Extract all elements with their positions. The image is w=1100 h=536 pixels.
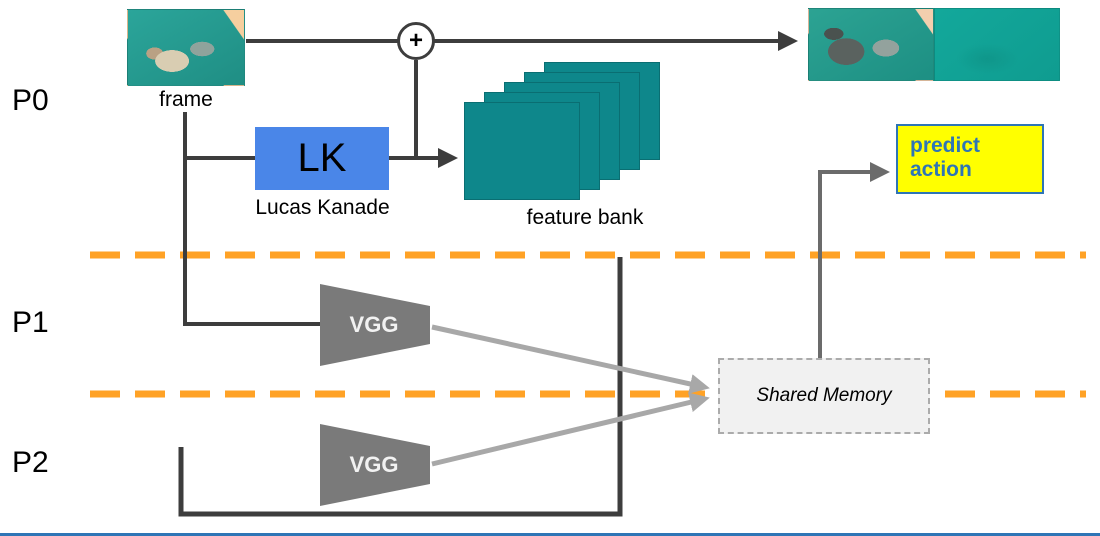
bottom-divider-line — [0, 533, 1100, 536]
vgg-bottom-block — [320, 424, 430, 506]
plus-icon: + — [408, 27, 423, 54]
output-mask-image — [934, 8, 1060, 81]
vgg-bottom-label: VGG — [349, 452, 399, 477]
label-frame: frame — [159, 88, 213, 111]
feedback-loop-line — [178, 257, 623, 517]
vgg-top-to-shared-memory-arrow — [431, 324, 710, 394]
label-lucas-kanade: Lucas Kanade — [255, 196, 390, 219]
lk-box: LK — [255, 127, 389, 190]
shared-memory-to-predict-arrow — [818, 162, 890, 358]
feature-bank-stack — [462, 60, 662, 202]
label-feature-bank: feature bank — [526, 206, 644, 229]
shared-memory-box: Shared Memory — [718, 358, 930, 434]
input-frame-image — [127, 9, 245, 86]
vgg-top-block — [320, 284, 430, 366]
predict-action-label: predict action — [910, 134, 981, 182]
lk-box-label: LK — [297, 136, 347, 180]
label-p2: P2 — [12, 446, 49, 479]
shared-memory-label: Shared Memory — [756, 385, 892, 406]
label-p0: P0 — [12, 84, 49, 117]
label-p1: P1 — [12, 306, 49, 339]
vgg-bottom-to-shared-memory-arrow — [431, 392, 710, 467]
vgg-top-label: VGG — [349, 312, 399, 337]
predict-action-box: predict action — [896, 124, 1044, 194]
output-frame-image — [808, 8, 934, 81]
feature-map-card — [464, 102, 580, 200]
sum-node: + — [397, 22, 435, 60]
